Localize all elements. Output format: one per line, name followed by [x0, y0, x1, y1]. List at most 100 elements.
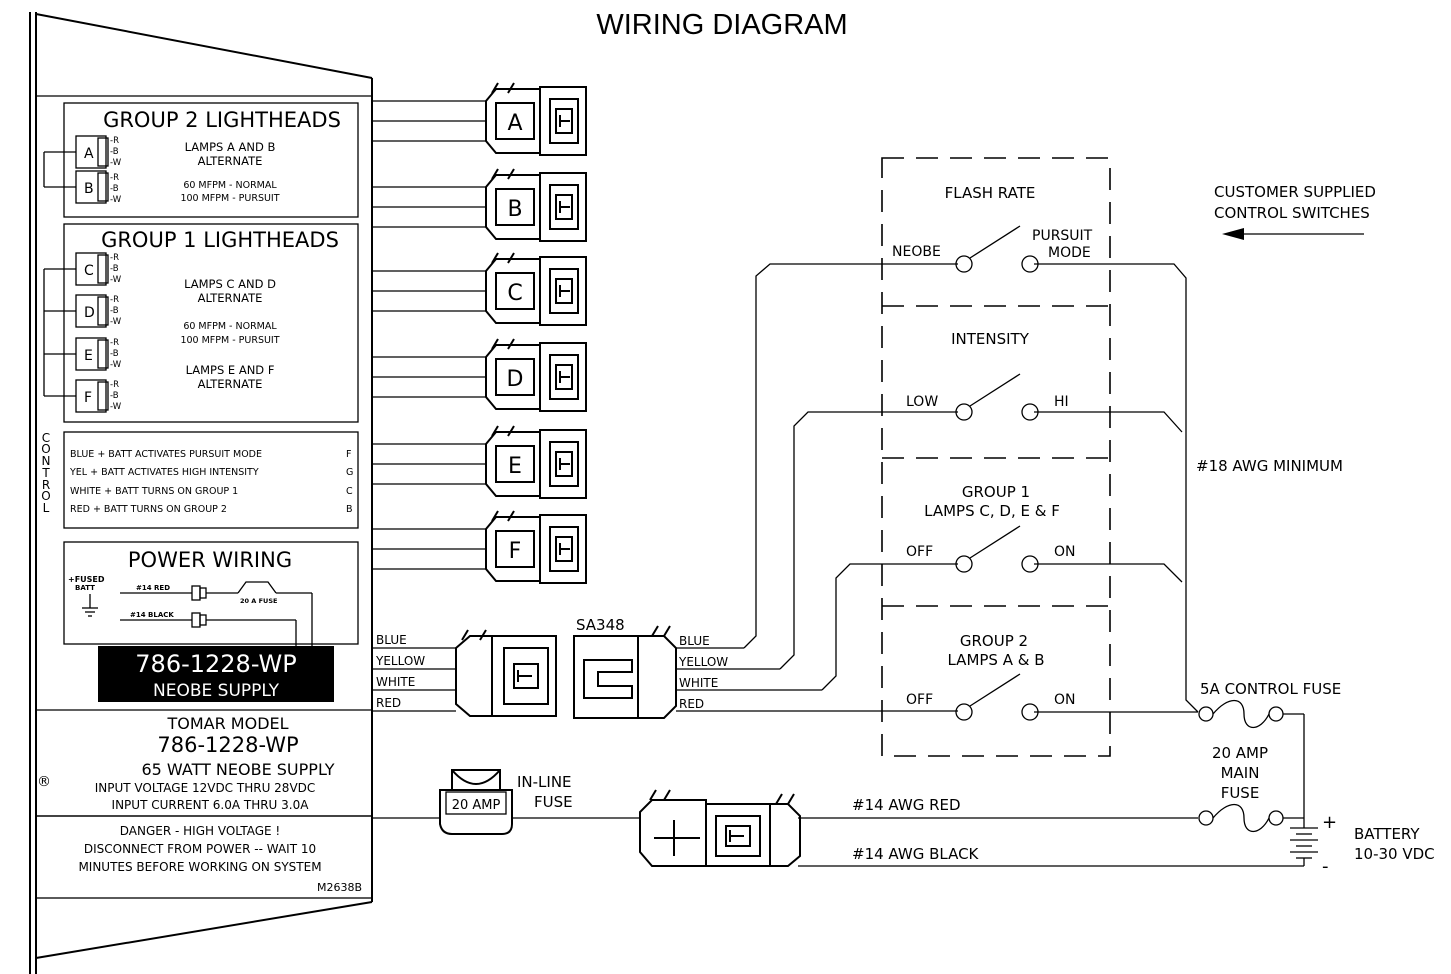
output-connector-c: C [372, 252, 587, 326]
harness-left-red: RED [376, 696, 401, 710]
switch-box: FLASH RATE NEOBE PURSUIT MODE INTENSITY … [881, 157, 1111, 757]
group1-header: GROUP 1 LIGHTHEADS [101, 228, 339, 252]
pin-letter-f: F [84, 390, 92, 406]
svg-text:N: N [42, 454, 51, 468]
output-connector-e: E [372, 425, 587, 499]
group1-switch-label: GROUP 1 [962, 483, 1030, 501]
svg-text:T: T [41, 466, 50, 480]
danger-warning: DANGER - HIGH VOLTAGE ! DISCONNECT FROM … [35, 815, 373, 899]
group1-alternate-ef: ALTERNATE [198, 377, 263, 391]
svg-text:-W: -W [110, 275, 122, 285]
svg-text:-W: -W [110, 402, 122, 412]
svg-text:INPUT VOLTAGE 12VDC THRU 28VDC: INPUT VOLTAGE 12VDC THRU 28VDC [95, 781, 316, 795]
group1-off: OFF [906, 544, 933, 560]
group2-header: GROUP 2 LIGHTHEADS [103, 108, 341, 132]
svg-text:FUSE: FUSE [1221, 784, 1260, 802]
output-connector-d: D [372, 338, 587, 412]
svg-text:-R: -R [110, 380, 119, 390]
pin-block-e: E -R -B -W [75, 337, 122, 371]
svg-text:B: B [346, 504, 353, 515]
adapter-label: SA348 [576, 616, 625, 634]
power-wiring-box: POWER WIRING +FUSED BATT #14 RED #14 BLA… [63, 541, 359, 650]
svg-text:65 WATT NEOBE SUPPLY: 65 WATT NEOBE SUPPLY [141, 760, 334, 779]
flash-rate-label: FLASH RATE [945, 184, 1036, 202]
svg-text:+: + [1322, 812, 1337, 833]
group1-on: ON [1054, 544, 1076, 560]
group2-rate-normal: 60 MFPM - NORMAL [183, 180, 277, 191]
pin-letter-a: A [84, 146, 94, 162]
harness-right-blue: BLUE [679, 634, 710, 648]
svg-text:G: G [346, 467, 353, 478]
control-fuse-label: 5A CONTROL FUSE [1200, 680, 1341, 698]
svg-text:-: - [1322, 856, 1329, 877]
control-harness: BLUE YELLOW WHITE RED SA348 BLUE YELLOW … [372, 616, 958, 719]
output-harnesses: A B C D E F [372, 82, 587, 584]
svg-text:-B: -B [110, 306, 119, 316]
harness-right-red: RED [679, 697, 704, 711]
svg-text:-R: -R [110, 338, 119, 348]
diagram-title: WIRING DIAGRAM [596, 9, 847, 41]
awg-minimum-note: #18 AWG MINIMUM [1196, 457, 1343, 475]
group1-lamps-ef: LAMPS E AND F [186, 363, 275, 377]
harness-right-yellow: YELLOW [678, 655, 728, 669]
group1-rate-normal: 60 MFPM - NORMAL [183, 321, 277, 332]
customer-supplied-note: CUSTOMER SUPPLIED [1214, 183, 1376, 201]
output-connector-label-d: D [507, 367, 524, 392]
svg-text:TOMAR MODEL: TOMAR MODEL [166, 714, 288, 733]
rating-label: TOMAR MODEL 786-1228-WP 65 WATT NEOBE SU… [37, 714, 335, 812]
svg-text:-W: -W [110, 195, 122, 205]
svg-text:BATT: BATT [75, 584, 95, 592]
harness-right-white: WHITE [679, 676, 718, 690]
group2-off: OFF [906, 692, 933, 708]
group2-on: ON [1054, 692, 1076, 708]
svg-text:L: L [43, 501, 50, 515]
battery-icon [1290, 827, 1318, 859]
pin-letter-d: D [84, 305, 95, 321]
harness-left-yellow: YELLOW [375, 654, 425, 668]
awg-red-label: #14 AWG RED [852, 796, 961, 814]
output-connector-label-b: B [507, 197, 522, 222]
group2-rate-pursuit: 100 MFPM - PURSUIT [180, 193, 279, 204]
group2-switch-lamps: LAMPS A & B [947, 651, 1044, 669]
svg-text:DANGER - HIGH VOLTAGE !: DANGER - HIGH VOLTAGE ! [120, 824, 280, 838]
drawing-code: M2638B [317, 881, 362, 894]
group2-lightheads-box: GROUP 2 LIGHTHEADS LAMPS A AND B ALTERNA… [63, 102, 359, 218]
svg-text:-B: -B [110, 391, 119, 401]
svg-text:MAIN: MAIN [1221, 764, 1260, 782]
flash-rate-mode: MODE [1048, 245, 1091, 261]
pin-block-c: C -R -B -W [75, 252, 122, 286]
pin-block-d: D -R -B -W [75, 294, 122, 328]
registered-mark: ® [37, 774, 51, 790]
harness-left-blue: BLUE [376, 633, 407, 647]
output-connector-label-f: F [509, 539, 522, 564]
svg-text:-B: -B [110, 349, 119, 359]
svg-text:-W: -W [110, 360, 122, 370]
pin-letter-b: B [84, 181, 94, 197]
group2-switch-label: GROUP 2 [960, 632, 1028, 650]
control-row-blue: BLUE + BATT ACTIVATES PURSUIT MODE [70, 449, 262, 460]
svg-text:20 A FUSE: 20 A FUSE [240, 597, 277, 605]
output-connector-b: B [372, 168, 587, 242]
control-vertical-label: C O N T R O L [41, 431, 50, 515]
group1-lamps-cd: LAMPS C AND D [184, 277, 276, 291]
svg-text:#14 BLACK: #14 BLACK [130, 611, 174, 619]
intensity-label: INTENSITY [951, 330, 1030, 348]
svg-text:-W: -W [110, 317, 122, 327]
battery-voltage: 10-30 VDC [1354, 845, 1435, 863]
svg-text:MINUTES BEFORE WORKING ON SYST: MINUTES BEFORE WORKING ON SYSTEM [78, 860, 321, 874]
inline-fuse-label: IN-LINE [517, 773, 572, 791]
inline-fuse-assembly: 20 AMP IN-LINE FUSE [372, 769, 801, 867]
svg-text:-R: -R [110, 173, 119, 183]
supply-housing [29, 12, 373, 974]
output-connector-label-a: A [507, 111, 522, 136]
group1-alternate-cd: ALTERNATE [198, 291, 263, 305]
lamp-pin-blocks: A -R -B -W B -R -B -W C -R -B -W D -R [43, 135, 122, 413]
power-wiring-header: POWER WIRING [128, 548, 292, 572]
inline-fuse-label-2: FUSE [534, 793, 573, 811]
output-connector-a: A [372, 82, 587, 156]
intensity-hi: HI [1054, 394, 1069, 410]
model-plate: 786-1228-WP NEOBE SUPPLY [98, 646, 334, 702]
flash-rate-pursuit: PURSUIT [1032, 228, 1093, 244]
pin-letter-e: E [84, 348, 93, 364]
